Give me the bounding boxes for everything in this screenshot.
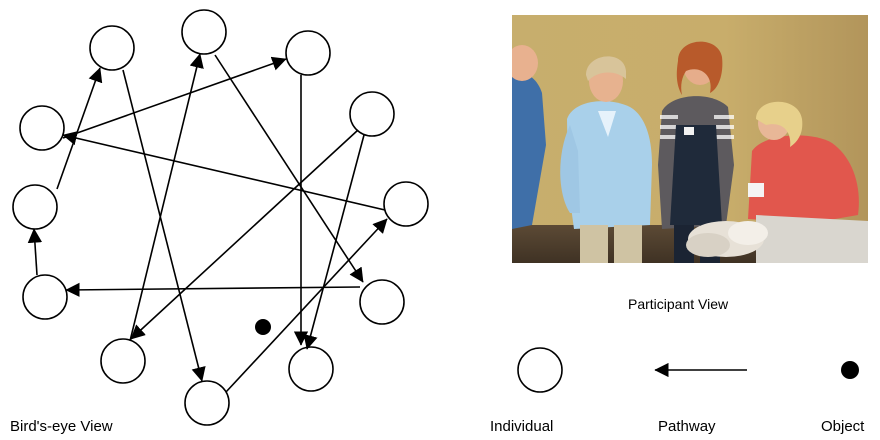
- pathway-arrow: [56, 67, 103, 190]
- legend: [517, 347, 859, 393]
- individual-node: [184, 380, 230, 426]
- individual-node: [22, 274, 68, 320]
- individual-node: [383, 181, 429, 227]
- individual-node: [288, 346, 334, 392]
- individual-node: [359, 279, 405, 325]
- individual-node: [89, 25, 135, 71]
- pathway-arrow: [225, 218, 388, 393]
- individual-node: [19, 105, 65, 151]
- individual-node: [285, 30, 331, 76]
- pathway-arrow: [62, 56, 287, 139]
- object-dot: [255, 319, 271, 335]
- individual-node: [349, 91, 395, 137]
- legend-individual-label: Individual: [490, 418, 554, 435]
- participant-view-caption: Participant View: [628, 296, 729, 312]
- legend-individual-icon: [517, 347, 563, 393]
- pathway-arrow: [27, 228, 43, 276]
- individual-node: [181, 9, 227, 55]
- pathway-arrow: [303, 134, 365, 350]
- legend-pathway-label: Pathway: [658, 418, 716, 435]
- pathway-arrow: [129, 53, 204, 342]
- pathway-arrow: [65, 282, 361, 298]
- birds-eye-diagram: [12, 9, 429, 426]
- participant-photo: [512, 15, 868, 263]
- birds-eye-view-caption: Bird's-eye View: [10, 418, 113, 435]
- individual-node: [12, 184, 58, 230]
- pathway-arrow: [214, 54, 364, 283]
- pathway-arrow: [62, 131, 386, 211]
- pathway-arrow: [130, 129, 359, 340]
- legend-object-icon: [841, 361, 859, 379]
- legend-object-label: Object: [821, 418, 865, 435]
- pathway-arrow: [122, 69, 206, 382]
- individual-node: [100, 338, 146, 384]
